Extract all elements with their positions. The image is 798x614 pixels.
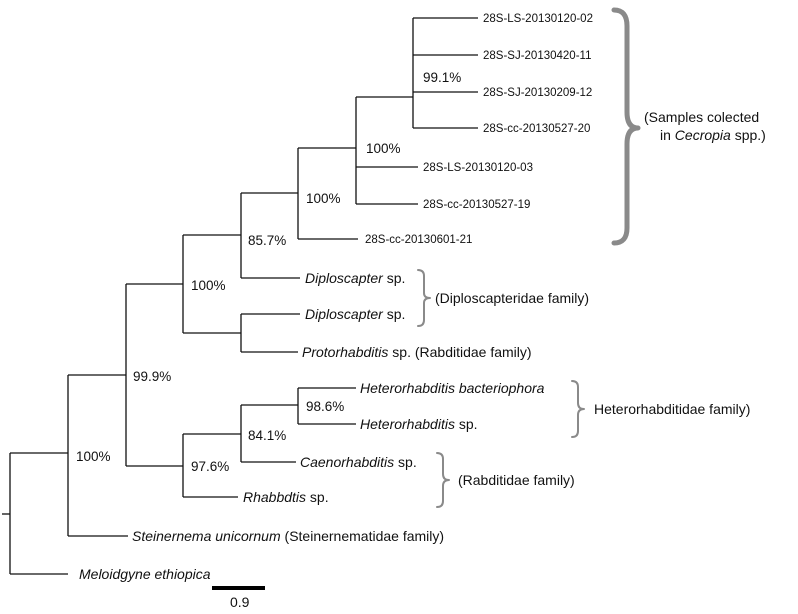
taxon-label: 28S-LS-20130120-02 xyxy=(483,13,593,25)
support-value: 97.6% xyxy=(191,459,229,474)
taxon-label: Diploscapter sp. xyxy=(305,270,405,286)
taxon-suffix: sp. xyxy=(394,454,417,470)
tree-branches xyxy=(2,17,478,575)
taxon-suffix: sp. (Rabditidae family) xyxy=(388,344,531,360)
taxon-genus: Heterorhabditis bacteriophora xyxy=(360,380,545,396)
scale-bar-label: 0.9 xyxy=(230,594,250,610)
cecropia-label-pre: in xyxy=(660,127,675,143)
taxon-genus: Heterorhabditis xyxy=(360,416,455,432)
taxon-genus: Caenorhabditis xyxy=(300,454,394,470)
cecropia-label-genus: Cecropia xyxy=(675,127,731,143)
support-values: 99.1% 100% 100% 85.7% 100% 99.9% 98.6% 8… xyxy=(76,70,461,474)
diploscapteridae-group-label: (Diploscapteridae family) xyxy=(435,290,589,306)
taxon-label: 28S-cc-20130601-21 xyxy=(365,234,472,246)
taxon-label: Caenorhabditis sp. xyxy=(300,454,417,470)
support-value: 100% xyxy=(191,278,226,293)
support-value: 99.9% xyxy=(133,369,171,384)
tip-labels: 28S-LS-20130120-02 28S-SJ-20130420-11 28… xyxy=(79,13,593,582)
taxon-genus: Diploscapter xyxy=(305,306,384,322)
taxon-label: 28S-LS-20130120-03 xyxy=(423,162,533,174)
taxon-label: Heterorhabditis sp. xyxy=(360,416,478,432)
cecropia-group-label-line1: (Samples colected xyxy=(644,109,759,125)
taxon-label: 28S-SJ-20130209-12 xyxy=(483,87,592,99)
taxon-label: Heterorhabditis bacteriophora xyxy=(360,380,545,396)
support-value: 85.7% xyxy=(248,233,286,248)
group-labels: (Samples colected in Cecropia spp.) (Dip… xyxy=(435,109,766,488)
heterorhabditidae-brace xyxy=(571,380,585,438)
taxon-suffix: sp. xyxy=(383,270,406,286)
taxon-label: Rhabbdtis sp. xyxy=(243,489,329,505)
support-value: 84.1% xyxy=(248,428,286,443)
rabditidae-brace xyxy=(436,452,450,508)
taxon-suffix: sp. xyxy=(383,306,406,322)
support-value: 100% xyxy=(366,141,401,156)
heterorhabditidae-group-label: Heterorhabditidae family) xyxy=(594,401,750,417)
support-value: 99.1% xyxy=(423,70,461,85)
taxon-genus: Meloidgyne ethiopica xyxy=(79,566,211,582)
taxon-genus: Protorhabditis xyxy=(302,344,388,360)
taxon-suffix: sp. xyxy=(455,416,478,432)
support-value: 100% xyxy=(306,191,341,206)
taxon-label: 28S-cc-20130527-20 xyxy=(483,123,590,135)
support-value: 98.6% xyxy=(306,399,344,414)
group-braces xyxy=(417,7,641,508)
taxon-label: 28S-SJ-20130420-11 xyxy=(483,50,591,62)
taxon-label: Steinernema unicornum (Steinernematidae … xyxy=(132,528,444,544)
cecropia-group-label-line2: in Cecropia spp.) xyxy=(660,127,766,143)
taxon-label: 28S-cc-20130527-19 xyxy=(423,199,530,211)
cecropia-label-post: spp.) xyxy=(731,127,766,143)
cecropia-brace xyxy=(611,7,641,246)
taxon-label: Meloidgyne ethiopica xyxy=(79,566,211,582)
taxon-genus: Rhabbdtis xyxy=(243,489,306,505)
scale-bar: 0.9 xyxy=(212,586,265,610)
rabditidae-group-label: (Rabditidae family) xyxy=(458,472,575,488)
support-value: 100% xyxy=(76,449,111,464)
taxon-genus: Steinernema unicornum xyxy=(132,528,281,544)
taxon-label: Diploscapter sp. xyxy=(305,306,405,322)
taxon-suffix: (Steinernematidae family) xyxy=(281,528,444,544)
taxon-suffix: sp. xyxy=(306,489,329,505)
diploscapteridae-brace xyxy=(417,269,431,327)
taxon-label: Protorhabditis sp. (Rabditidae family) xyxy=(302,344,532,360)
taxon-genus: Diploscapter xyxy=(305,270,384,286)
